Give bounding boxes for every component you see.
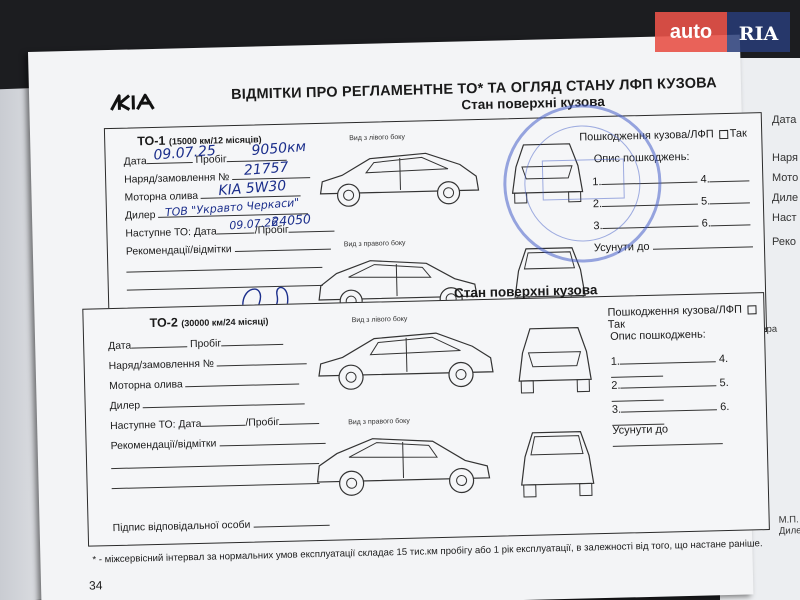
right-page-label: Реко [772,236,797,248]
to2-order-row: Наряд/замовлення № [109,354,307,372]
to1-recommendations-row: Рекомендації/відмітки [126,239,331,258]
to2-dealer-stamp-label: М.П. Дилера [778,514,800,537]
page-number: 34 [88,578,103,593]
service-book-page: ВІДМІТКИ ПРО РЕГЛАМЕНТНЕ ТО* ТА ОГЛЯД СТ… [28,34,800,600]
car-left-side-icon [319,152,480,207]
to2-section: ТО-2 (30000 км/24 місяці) Дата Пробіг На… [82,292,800,547]
to1-handwritten-next-mileage: 24050 [270,211,312,230]
to1-view-left-label: Вид з лівого боку [349,133,406,143]
to2-signature-row: Підпис відповідальної особи [112,515,330,534]
to1-handwritten-order: 21757 [243,159,290,179]
car-front-icon [518,327,592,394]
to2-recommendations-line [110,454,320,472]
to2-title: ТО-2 (30000 км/24 місяці) [149,315,269,331]
to2-date-row: Дата Пробіг [108,334,284,352]
to1-damage-checkbox[interactable] [718,129,728,139]
to2-damage-checkbox[interactable] [746,304,757,315]
right-page-label: Наст [772,212,797,224]
car-left-side-icon [318,332,494,390]
right-page-label: Дата [772,114,797,126]
to2-next-row: Наступне ТО: Дата/Пробіг [110,413,320,432]
to2-view-left-label: Вид з лівого боку [351,315,408,325]
to2-oil-row: Моторна олива [109,374,300,392]
right-page-label: Диле [772,192,799,204]
to2-dealer-row: Дилер [110,394,306,412]
car-rear-icon [521,431,595,498]
to1-handwritten-mileage: 9050км [250,138,307,159]
to2-recommendations-line [111,474,320,492]
autoria-watermark: auto RIA [655,12,790,52]
to2-view-right-label: Вид з правого боку [348,417,410,427]
car-right-side-icon [316,438,491,496]
right-page-label: Наря [772,152,799,164]
to2-damage-desc: Опис пошкоджень: [609,328,706,343]
right-page-label: Мото [772,172,799,184]
to1-recommendations-line [126,257,323,276]
to2-damage-checkbox-row: Пошкодження кузова/ЛФП Так [607,303,764,331]
to2-fix-until: Усунути до [612,421,767,450]
watermark-auto-text: auto [655,12,727,52]
to2-recommendations-row: Рекомендації/відмітки [110,433,326,452]
watermark-ria-text: RIA [727,12,790,52]
car-front-icon [511,143,584,204]
kia-logo [110,93,155,111]
to1-view-right-label: Вид з правого боку [343,239,406,249]
